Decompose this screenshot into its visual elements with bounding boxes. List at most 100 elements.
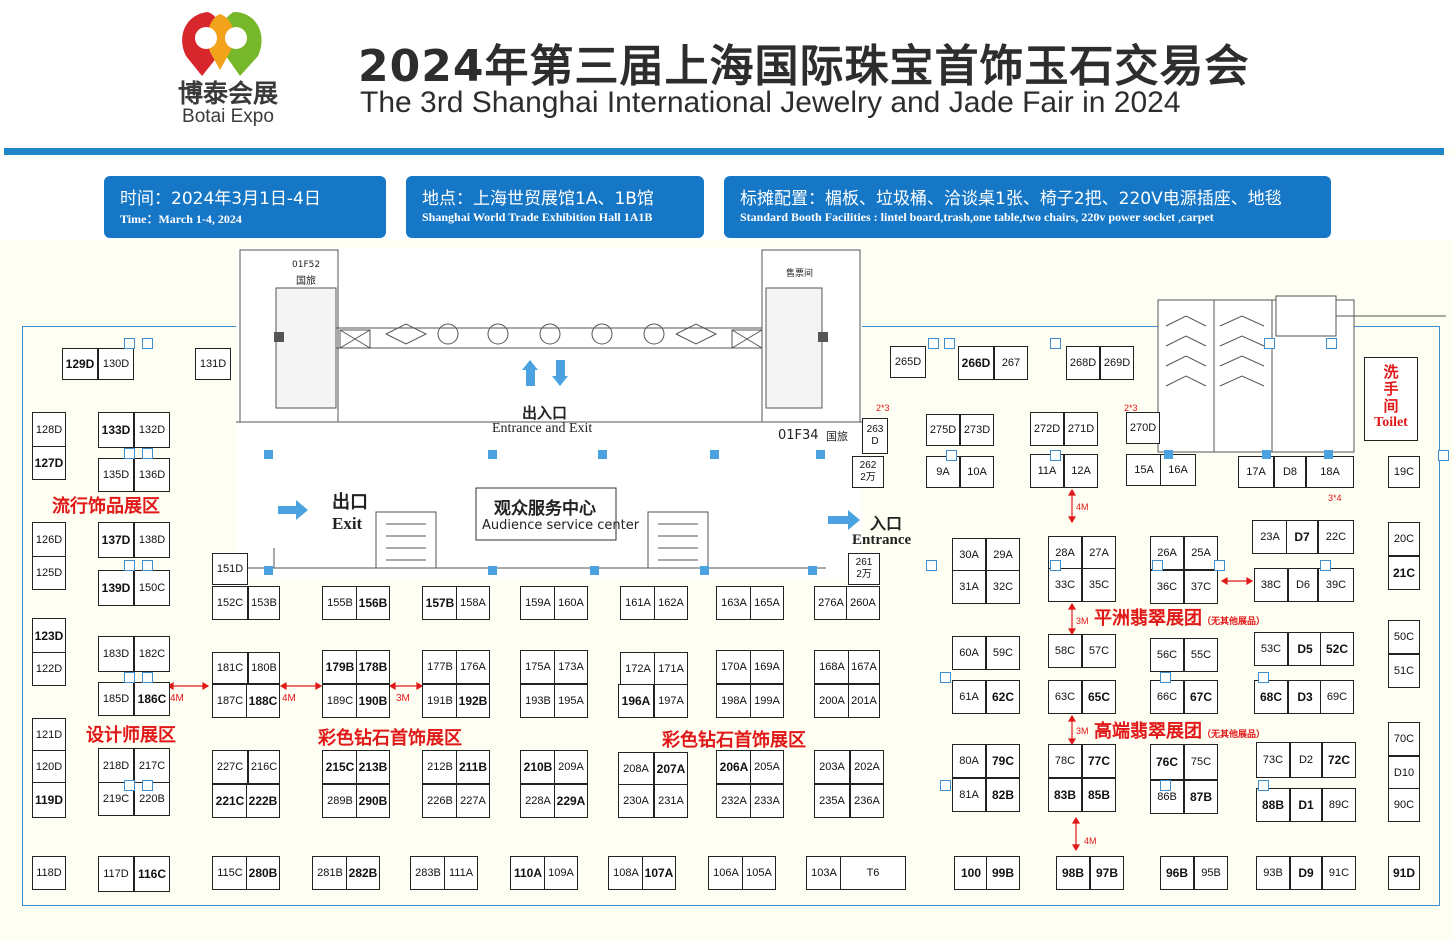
- booth: D7: [1286, 520, 1318, 554]
- booth: 63C: [1048, 680, 1082, 714]
- booth: 96B: [1160, 856, 1194, 890]
- booth: 88B: [1256, 788, 1290, 822]
- booth: 108A: [608, 856, 644, 890]
- aisle-label: 4M: [282, 693, 296, 704]
- pillar: [124, 560, 135, 571]
- booth: 131D: [195, 348, 231, 380]
- booth: 135D: [98, 458, 134, 492]
- booth: 139D: [98, 570, 134, 606]
- booth: 197A: [654, 684, 688, 718]
- booth: 107A: [642, 856, 676, 890]
- aisle-label: 3*4: [1328, 493, 1342, 503]
- booth: 210B: [520, 750, 556, 784]
- booth: 151D: [212, 553, 248, 585]
- booth: 39C: [1318, 568, 1354, 602]
- booth: 119D: [32, 782, 66, 818]
- aisle-label: 2*3: [876, 403, 890, 413]
- pillar: [590, 566, 599, 575]
- entrance-exit-cn: 出入口: [522, 404, 568, 422]
- booth: 27A: [1082, 536, 1116, 570]
- booth: 233A: [750, 784, 784, 818]
- booth: D3: [1288, 680, 1322, 714]
- pillar: [940, 672, 951, 683]
- booth: 57C: [1082, 634, 1116, 668]
- booth: 36C: [1150, 570, 1184, 604]
- pillar: [928, 338, 939, 349]
- info-place-en: Shanghai World Trade Exhibition Hall 1A1…: [422, 210, 653, 224]
- booth: 188C: [246, 684, 280, 718]
- booth: 122D: [32, 652, 66, 686]
- pillar: [944, 338, 955, 349]
- pillar: [1258, 780, 1269, 791]
- booth: 167A: [848, 650, 880, 684]
- building-plan-icon: [236, 249, 862, 569]
- info-time: 时间：2024年3月1日-4日 Time：March 1-4, 2024: [104, 176, 386, 238]
- booth: 123D: [32, 618, 66, 654]
- booth: 216C: [248, 750, 280, 784]
- booth: 180B: [248, 652, 280, 684]
- booth: D8: [1274, 456, 1306, 488]
- booth: 213B: [356, 750, 390, 784]
- booth: 103A: [806, 856, 842, 890]
- booth: 202A: [850, 750, 884, 784]
- booth: 275D: [926, 414, 960, 446]
- booth: 177B: [422, 650, 458, 684]
- booth: 32C: [986, 570, 1020, 604]
- booth: 83B: [1048, 778, 1082, 812]
- info-config-en: Standard Booth Facilities : lintel board…: [740, 210, 1214, 224]
- pillar: [1164, 450, 1173, 459]
- booth: 86B: [1150, 780, 1184, 814]
- booth: 190B: [356, 684, 390, 718]
- booth: 273D: [960, 414, 994, 446]
- booth: 31A: [952, 570, 986, 604]
- booth: 56C: [1150, 638, 1184, 672]
- booth: 69C: [1320, 680, 1354, 714]
- booth: 109A: [544, 856, 578, 890]
- aisle-label: 3M: [1076, 726, 1089, 736]
- booth: 30A: [952, 538, 986, 572]
- booth: 152C: [212, 586, 248, 620]
- booth: 127D: [32, 446, 66, 480]
- room-guolv-2: 国旅: [826, 430, 848, 443]
- booth: 289B: [322, 784, 358, 818]
- booth: 270D: [1126, 412, 1160, 444]
- booth: 37C: [1184, 570, 1218, 604]
- booth: 70C: [1388, 722, 1420, 756]
- booth: 132D: [134, 412, 170, 448]
- room-01f52: 01F52: [292, 260, 321, 270]
- booth: 89C: [1322, 788, 1356, 822]
- booth: 98B: [1056, 856, 1090, 890]
- zone-fashion: 流行饰品展区: [52, 496, 160, 517]
- booth: 105A: [742, 856, 776, 890]
- booth: 192B: [456, 684, 490, 718]
- pillar: [1320, 560, 1331, 571]
- booth: 138D: [134, 522, 170, 558]
- pillar: [598, 450, 607, 459]
- booth: 163A: [716, 586, 752, 620]
- booth: 17A: [1238, 456, 1274, 488]
- zone-pingzhou: 平洲翡翠展团（无其他展品）: [1094, 604, 1265, 630]
- booth: 22C: [1318, 520, 1354, 554]
- booth: 189C: [322, 684, 358, 718]
- booth: D1: [1290, 788, 1322, 822]
- pillar: [1050, 338, 1061, 349]
- pillar: [1050, 560, 1061, 571]
- booth: 121D: [32, 718, 66, 752]
- zone-highend-label: 高端翡翠展团: [1094, 721, 1202, 742]
- booth: 12A: [1064, 454, 1098, 488]
- zone-color-diamond-2: 彩色钻石首饰展区: [662, 730, 806, 751]
- booth: 228A: [520, 784, 556, 818]
- booth: 128D: [32, 412, 66, 448]
- booth: 161A: [620, 586, 656, 620]
- booth: 179B: [322, 650, 358, 684]
- booth: 162A: [654, 586, 688, 620]
- booth: 61A: [952, 680, 986, 714]
- booth: 182C: [134, 636, 170, 672]
- booth: 222B: [246, 784, 280, 818]
- pillar: [1326, 338, 1337, 349]
- info-bar: 时间：2024年3月1日-4日 Time：March 1-4, 2024 地点：…: [0, 155, 1454, 240]
- page-title-english: The 3rd Shanghai International Jewelry a…: [360, 86, 1181, 119]
- entrance-exit-en: Entrance and Exit: [492, 421, 593, 436]
- booth: 21C: [1388, 556, 1420, 590]
- booth: 160A: [554, 586, 588, 620]
